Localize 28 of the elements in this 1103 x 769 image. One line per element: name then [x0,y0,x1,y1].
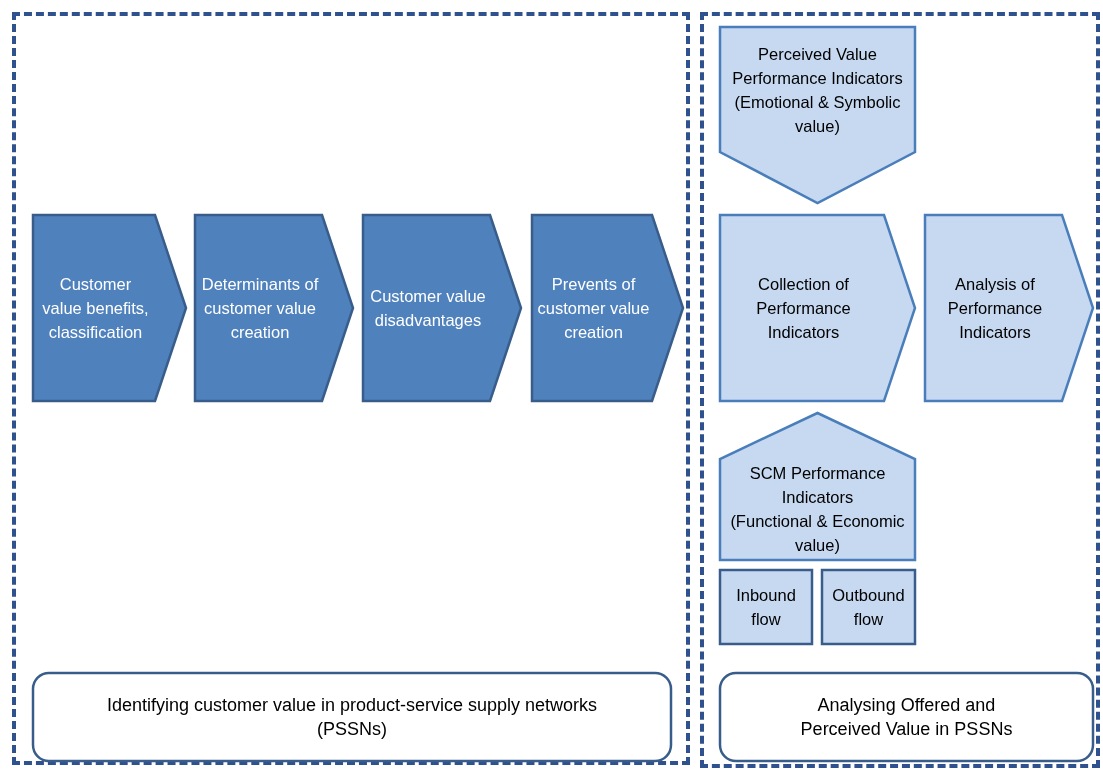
process-step [194,214,354,402]
process-step [32,214,187,402]
node-text: Customer value benefits, classification [41,274,150,343]
node-text: Analysis of Performance Indicators [946,274,1044,343]
node-text: Prevents of customer value creation [537,274,650,343]
dashed-region [12,12,690,765]
node-text: Collection of Performance Indicators [755,274,852,343]
process-step [531,214,684,402]
rounded-box [719,672,1094,762]
node-text: Perceived Value Performance Indicators [731,44,904,89]
node-text: SCM Performance Indicators [748,463,887,508]
process-step [719,214,916,402]
dashed-region [700,12,1100,768]
rounded-box [32,672,672,762]
node-text: Identifying customer value in product-service supply networks (PSSNs) [105,694,599,741]
node-text: Customer value disadvantages [369,286,487,331]
up-pointing-pentagon [719,412,916,561]
flow-box [821,569,916,645]
process-step [362,214,522,402]
node-text: Outbound flow [831,585,906,630]
process-step [924,214,1094,402]
node-text: Determinants of customer value creation [200,274,320,343]
node-subtext: (Functional & Economic value) [729,511,906,556]
flow-box [719,569,813,645]
node-text: Inbound flow [735,585,797,630]
down-pointing-pentagon [719,26,916,204]
node-text: Analysing Offered and Perceived Value in PSSNs [799,694,1014,741]
node-subtext: (Emotional & Symbolic value) [733,92,902,137]
